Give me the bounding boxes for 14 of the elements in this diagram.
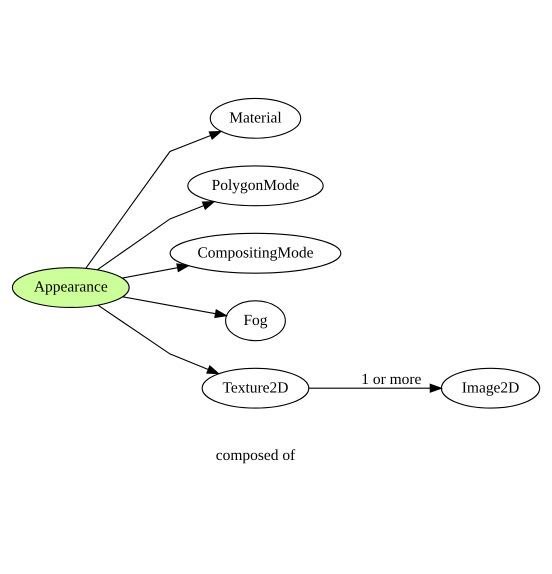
arrow [122, 296, 228, 318]
arrow [122, 263, 190, 279]
node-ellipse: Image2D [440, 368, 540, 409]
node-ellipse: Texture2D [202, 368, 310, 409]
arrow [308, 384, 443, 393]
arrow [98, 304, 220, 374]
arrow [86, 130, 223, 268]
arrow [97, 201, 216, 270]
node-ellipse: Fog [225, 300, 286, 342]
node-ellipse: Appearance [12, 267, 130, 308]
node-ellipse: PolygonMode [187, 165, 324, 206]
edge-label: 1 or more [361, 371, 422, 388]
node-ellipse: Material [210, 98, 302, 139]
label: composed of [216, 446, 296, 464]
